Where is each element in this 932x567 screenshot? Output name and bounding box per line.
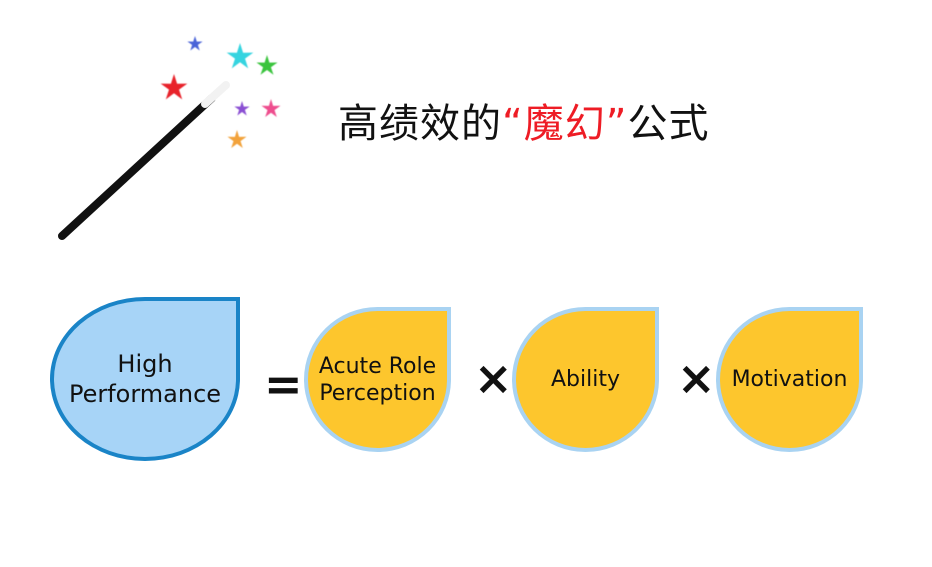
star-red-icon	[160, 74, 188, 100]
multiply-sign: ×	[677, 351, 716, 405]
magic-wand-icon	[58, 36, 281, 240]
motivation-drop: Motivation	[716, 307, 863, 452]
star-purple-icon	[234, 101, 250, 116]
star-blue-icon	[187, 36, 203, 51]
page-title: 高绩效的“魔幻”公式	[338, 96, 709, 152]
wand-stick	[58, 94, 216, 240]
title-prefix: 高绩效的	[338, 101, 502, 147]
ability-label: Ability	[551, 367, 620, 392]
multiply-sign: ×	[474, 351, 513, 405]
equals-sign: =	[264, 357, 303, 411]
star-cyan-icon	[226, 43, 254, 69]
high-performance-drop: High Performance	[50, 297, 240, 461]
star-pink-icon	[261, 99, 281, 117]
high-performance-label: High Performance	[68, 350, 222, 408]
star-green-icon	[256, 55, 278, 75]
title-suffix: 公式	[627, 101, 710, 147]
wand-tip	[201, 81, 230, 108]
motivation-label: Motivation	[731, 367, 848, 392]
title-highlight: “魔幻”	[502, 101, 628, 147]
ability-drop: Ability	[512, 307, 659, 452]
star-orange-icon	[227, 130, 247, 148]
acute-role-perception-label: Acute Role Perception	[318, 353, 437, 406]
acute-role-perception-drop: Acute Role Perception	[304, 307, 451, 452]
